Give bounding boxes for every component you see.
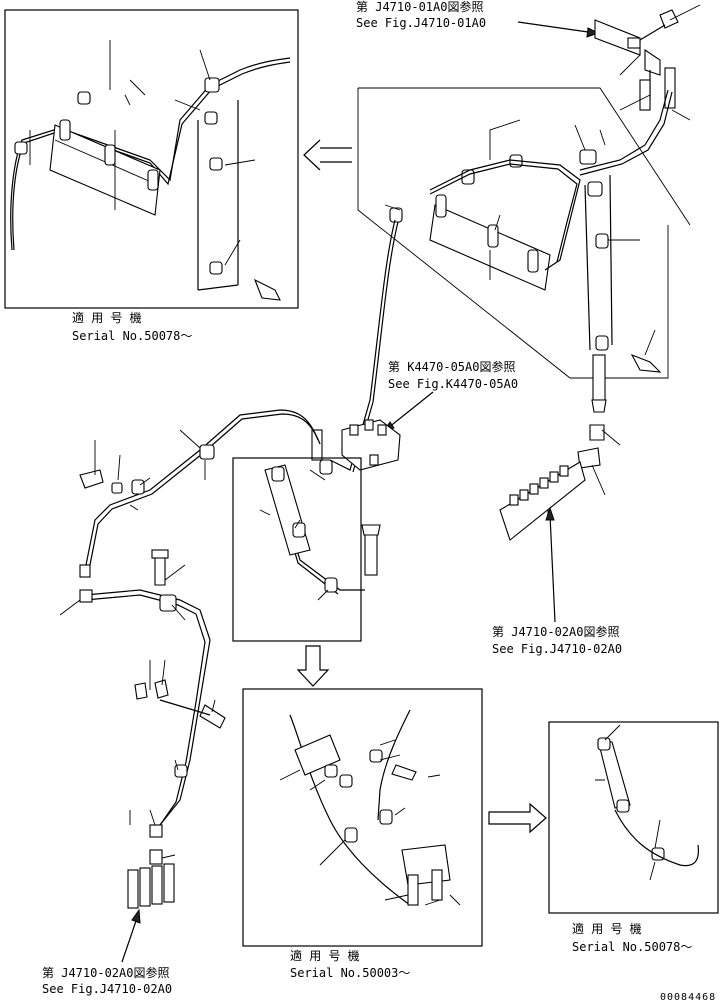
- serial-top-left-en: Serial No.50078～: [72, 329, 192, 343]
- pointer-arrow-right: [488, 802, 547, 834]
- ref-bottom-left-jp: 第 J4710-02A0図参照: [42, 965, 169, 980]
- detail-box-bottom-center: [242, 688, 483, 947]
- ref-mid-arrow: [387, 391, 434, 429]
- ref-top-en: See Fig.J4710-01A0: [356, 16, 486, 30]
- ref-bottom-left-en: See Fig.J4710-02A0: [42, 982, 172, 996]
- ref-mid-jp: 第 K4470-05A0図参照: [388, 359, 515, 374]
- ref-right-arrow: [549, 514, 556, 623]
- distribution-block-right: [499, 424, 621, 541]
- ref-mid-en: See Fig.K4470-05A0: [388, 377, 518, 391]
- detail-box-bottom-right: [548, 721, 719, 914]
- detail-box-top-left: [4, 9, 299, 309]
- ref-top-jp: 第 J4710-01A0図参照: [356, 0, 483, 14]
- detail-box-middle: [232, 457, 381, 642]
- ref-top-arrow: [517, 21, 589, 33]
- serial-bottom-center-jp: 適 用 号 機: [290, 948, 360, 963]
- serial-bottom-right-en: Serial No.50078～: [572, 940, 692, 954]
- ref-bottom-left-arrow: [121, 917, 138, 963]
- ref-right-en: See Fig.J4710-02A0: [492, 642, 622, 656]
- block-fitting-top: [594, 4, 701, 121]
- main-assembly: [329, 87, 691, 473]
- serial-bottom-center-en: Serial No.50003～: [290, 966, 410, 980]
- valve-block: [311, 419, 401, 475]
- pointer-arrow-left: [303, 139, 352, 171]
- serial-bottom-right-jp: 適 用 号 機: [572, 921, 642, 936]
- drawing-number: 00084468: [660, 992, 716, 1003]
- left-piping: [59, 409, 321, 909]
- ref-right-jp: 第 J4710-02A0図参照: [492, 624, 619, 639]
- serial-top-left-jp: 適 用 号 機: [72, 310, 142, 325]
- pointer-arrow-down: [296, 645, 330, 687]
